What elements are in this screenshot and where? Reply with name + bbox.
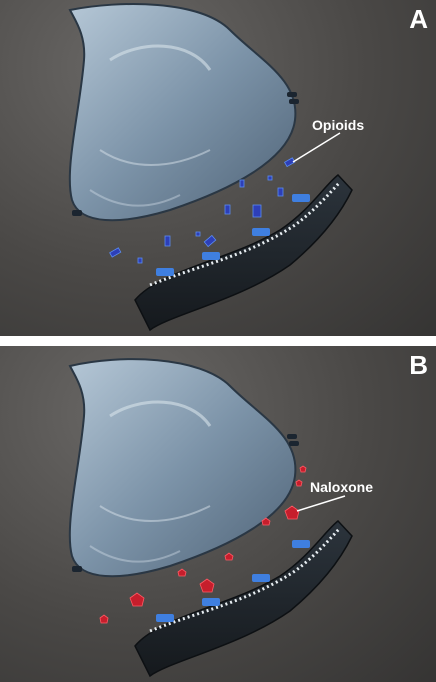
naloxone-label: Naloxone xyxy=(310,479,373,495)
synapse-illustration-a: Opioids xyxy=(68,3,364,332)
opioid-molecules xyxy=(109,157,296,264)
presynaptic-neuron xyxy=(68,3,297,222)
naloxone-molecules xyxy=(99,465,307,624)
panel-divider xyxy=(0,336,436,346)
panel-letter-a: A xyxy=(409,4,428,34)
panel-a-opioids: Opioids A xyxy=(0,0,436,336)
naloxone-pointer-line xyxy=(296,495,346,512)
presynaptic-neuron xyxy=(68,358,297,578)
postsynaptic-membrane xyxy=(134,173,353,332)
opioids-pointer-line xyxy=(292,132,341,163)
panel-letter-b: B xyxy=(409,350,428,380)
opioids-label: Opioids xyxy=(312,117,364,133)
synapse-illustration-b: Naloxone xyxy=(68,358,373,678)
postsynaptic-membrane xyxy=(134,519,353,678)
panel-b-naloxone: Naloxone B xyxy=(0,346,436,682)
